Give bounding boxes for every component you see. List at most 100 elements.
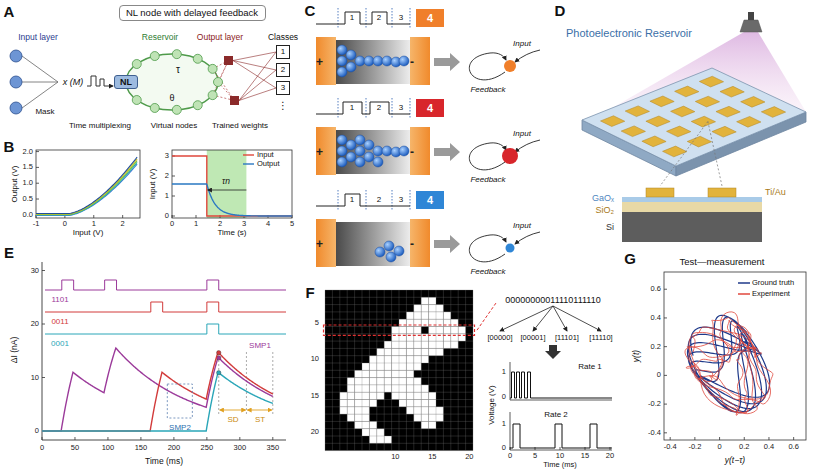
electrode: + <box>316 127 336 175</box>
text-label: Feedback <box>470 176 505 184</box>
pixel <box>399 356 406 363</box>
electrode-pad <box>712 126 736 137</box>
text-label: Si <box>606 223 614 232</box>
tick-label: 0.2 <box>651 343 661 351</box>
stimulus-train <box>45 302 286 312</box>
legend-text: Input <box>257 150 274 159</box>
tick-label: 0 <box>717 443 721 451</box>
tick-label: 1 <box>502 368 506 376</box>
pixel <box>362 385 369 392</box>
pixel <box>406 348 413 355</box>
legend-text: Output <box>257 159 280 168</box>
down-arrow <box>545 345 561 359</box>
lamp <box>740 20 762 32</box>
text-label: 2 <box>377 14 381 22</box>
tick-label: 0 <box>40 444 44 452</box>
grid-line <box>325 304 473 305</box>
text-label: Feedback <box>470 268 505 276</box>
pixel <box>421 356 428 363</box>
panel-letter: F <box>305 285 314 300</box>
axis <box>510 400 612 401</box>
tick <box>107 437 108 440</box>
text-label: Input <box>513 222 531 230</box>
text-label: Reservoir <box>142 33 178 42</box>
electrode-pad <box>601 116 625 127</box>
ion-ball <box>382 146 392 156</box>
time-divider <box>392 190 393 210</box>
tick <box>768 437 769 440</box>
state-box: 4 <box>416 9 444 27</box>
pixel <box>362 363 369 370</box>
tick-label: 20 <box>311 429 319 437</box>
pixel <box>384 370 391 377</box>
tick <box>670 437 671 440</box>
pixel <box>414 348 421 355</box>
tick <box>36 167 39 168</box>
pixel <box>377 356 384 363</box>
sample-point <box>217 371 221 375</box>
text-label: τn <box>222 177 230 186</box>
pixel <box>436 312 443 319</box>
time-divider <box>392 98 393 118</box>
pixel <box>399 385 406 392</box>
ion-ball <box>373 157 383 167</box>
text-label: Virtual nodes <box>151 122 198 130</box>
grid-line <box>325 319 473 320</box>
tick <box>744 437 745 440</box>
grid-line <box>325 377 473 378</box>
grid-line <box>325 370 473 371</box>
grid-line <box>325 406 473 407</box>
tick <box>664 404 667 405</box>
pixel <box>355 414 362 421</box>
ion-ball <box>346 50 356 60</box>
panel-letter: C <box>305 3 316 18</box>
node-text: 2 <box>281 66 285 74</box>
pixel <box>421 414 428 421</box>
tick <box>36 183 39 184</box>
pixel <box>436 407 443 414</box>
pixel <box>392 370 399 377</box>
electrode: + <box>316 219 336 267</box>
text-label: ST <box>255 416 265 424</box>
legend-sample <box>738 293 750 295</box>
time-divider <box>366 8 367 28</box>
virtual-node <box>208 91 217 100</box>
ion-ball <box>373 56 383 66</box>
pixel <box>443 327 450 334</box>
pixel <box>414 407 421 414</box>
stimulus-train <box>45 324 286 334</box>
pixel <box>369 363 376 370</box>
text-label: Input layer <box>18 33 58 42</box>
pixel <box>429 400 436 407</box>
input-link <box>22 82 58 108</box>
tick-label: 1 <box>194 220 198 228</box>
text-label: Input (V) <box>73 229 104 237</box>
tick-label: 1.0 <box>23 179 33 187</box>
input-path <box>515 140 540 152</box>
tick <box>36 199 39 200</box>
output-neuron <box>230 96 239 105</box>
ion-ball <box>373 146 383 156</box>
pixel <box>451 341 458 348</box>
duration-arrow <box>220 410 246 411</box>
gaox-layer <box>622 197 762 202</box>
pixel <box>392 378 399 385</box>
text-label: [11101] <box>555 334 579 342</box>
grid-line <box>325 333 473 334</box>
zoom-line <box>708 121 722 186</box>
pixel <box>369 429 376 436</box>
pixel <box>355 385 362 392</box>
pixel <box>451 327 458 334</box>
tick <box>793 437 794 440</box>
node-text: 4 <box>427 103 433 114</box>
decay-window <box>207 150 247 218</box>
electrode-pad <box>646 116 670 127</box>
pixel <box>406 407 413 414</box>
zoom-line <box>660 121 708 186</box>
spike-train <box>510 372 612 398</box>
tick-label: 10 <box>391 453 399 461</box>
tick-label: 2.0 <box>23 148 33 156</box>
tick <box>122 215 123 218</box>
